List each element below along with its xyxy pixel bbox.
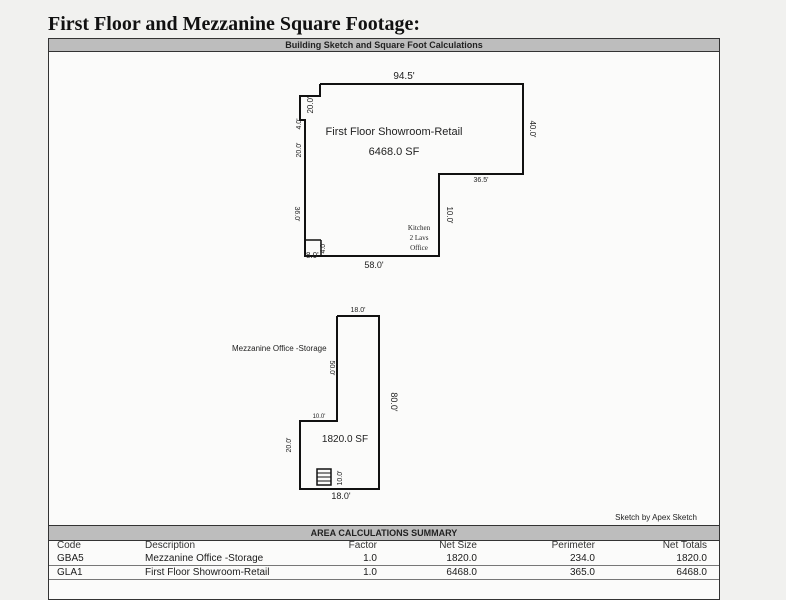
mz-dim-inner-horizontal: 10.0'	[313, 414, 326, 420]
cell-net-size: 6468.0	[446, 567, 477, 578]
ff-dim-step-horizontal: 36.5'	[474, 177, 489, 184]
col-header-net-size: Net Size	[439, 540, 477, 551]
table-row: GLA1 First Floor Showroom-Retail 1.0 646…	[49, 566, 719, 580]
cell-factor: 1.0	[363, 553, 377, 564]
ff-dim-left-notch: 4.0'	[296, 118, 303, 129]
mz-dim-left: 20.0'	[286, 438, 293, 453]
cell-code: GBA5	[57, 553, 84, 564]
sketch-frame: Building Sketch and Square Foot Calculat…	[48, 38, 720, 600]
table-row: GBA5 Mezzanine Office -Storage 1.0 1820.…	[49, 552, 719, 566]
mz-dim-stair: 10.0'	[337, 471, 344, 486]
col-header-perimeter: Perimeter	[551, 540, 595, 551]
col-header-description: Description	[145, 540, 196, 551]
mz-dim-bottom: 18.0'	[331, 491, 351, 501]
ff-room-note-3: Office	[410, 244, 428, 252]
col-header-net-totals: Net Totals	[662, 540, 707, 551]
cell-factor: 1.0	[363, 567, 377, 578]
ff-dim-bottom: 58.0'	[364, 260, 384, 270]
mz-dim-inner-vertical: 50.0'	[328, 361, 335, 376]
ff-dim-right: 40.0'	[528, 120, 537, 138]
summary-header-row: Code Description Factor Net Size Perimet…	[49, 539, 719, 552]
cell-net-total: 1820.0	[676, 553, 707, 564]
cell-net-total: 6468.0	[676, 567, 707, 578]
cell-net-size: 1820.0	[446, 553, 477, 564]
col-header-factor: Factor	[348, 540, 377, 551]
cell-perimeter: 365.0	[569, 567, 595, 578]
page-title: First Floor and Mezzanine Square Footage…	[48, 13, 420, 35]
sketch-credit: Sketch by Apex Sketch	[615, 513, 697, 522]
ff-dim-bottom-left: 8.0'	[306, 251, 319, 260]
ff-dim-left-mid: 20.0'	[296, 143, 303, 158]
sketch-header: Building Sketch and Square Foot Calculat…	[49, 39, 719, 52]
col-header-code: Code	[57, 540, 81, 551]
ff-name: First Floor Showroom-Retail	[326, 126, 463, 138]
mezzanine-outline	[299, 315, 380, 490]
mz-name: Mezzanine Office -Storage	[232, 344, 327, 353]
ff-area: 6468.0 SF	[369, 146, 420, 158]
mz-area: 1820.0 SF	[322, 434, 368, 445]
ff-dim-top: 94.5'	[393, 71, 414, 82]
ff-room-note-2: 2 Lavs	[410, 234, 429, 242]
ff-dim-left-upper: 20.0'	[306, 96, 315, 114]
mz-dim-top: 18.0'	[351, 307, 366, 314]
summary-title: AREA CALCULATIONS SUMMARY	[49, 525, 719, 541]
cell-perimeter: 234.0	[569, 553, 595, 564]
summary-table: Code Description Factor Net Size Perimet…	[49, 539, 719, 580]
cell-description: Mezzanine Office -Storage	[145, 553, 264, 564]
floor-plan-sketch: 94.5' 40.0' 36.5' 10.0' 58.0' 8.0' 4.0' …	[232, 71, 537, 501]
mz-dim-right: 80.0'	[389, 392, 399, 412]
cell-code: GLA1	[57, 567, 83, 578]
ff-dim-small-vertical: 4.0'	[320, 242, 327, 253]
ff-dim-left-lower: 36.0'	[293, 207, 300, 222]
first-floor-outline	[299, 83, 524, 257]
ff-dim-step-vertical: 10.0'	[445, 206, 454, 224]
ff-room-note-1: Kitchen	[408, 224, 431, 232]
cell-description: First Floor Showroom-Retail	[145, 567, 270, 578]
